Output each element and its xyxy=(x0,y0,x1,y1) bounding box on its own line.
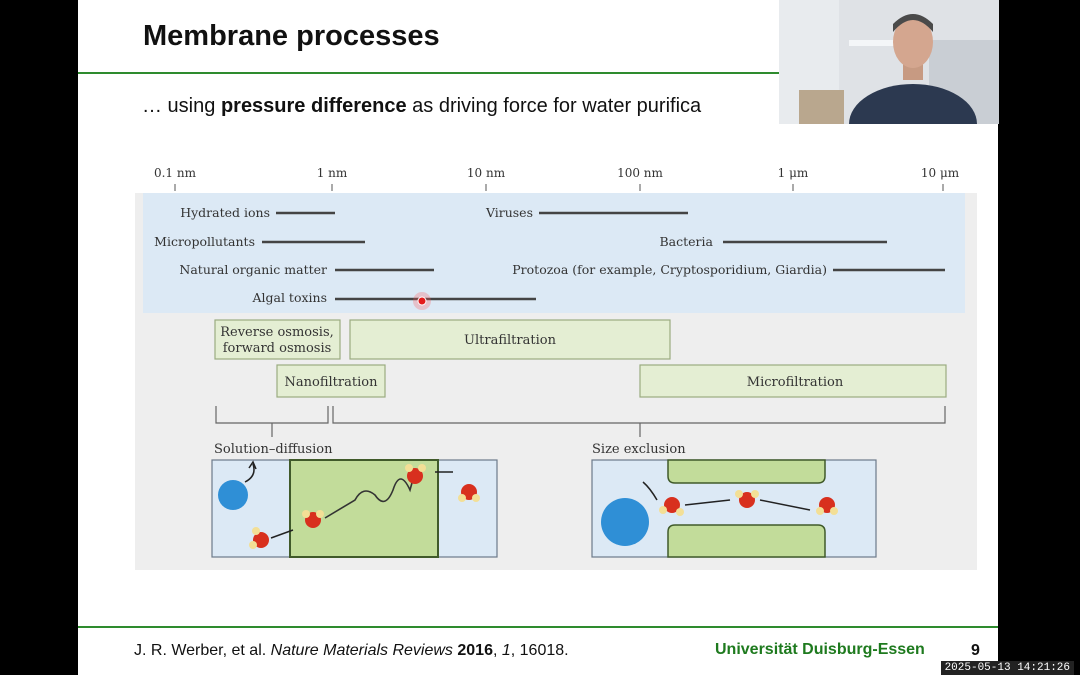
water-molecule xyxy=(458,484,480,502)
process-label-reverse-osmosis: Reverse osmosis, xyxy=(220,325,334,340)
species-label-bacteria: Bacteria xyxy=(660,234,714,249)
bracket-solution-diffusion xyxy=(215,406,329,424)
scale-area xyxy=(135,150,977,193)
process-label-ultrafiltration: Ultrafiltration xyxy=(464,333,557,348)
scale-tick-label: 1 nm xyxy=(317,166,348,180)
species-label-natural-organic-matter: Natural organic matter xyxy=(179,262,327,277)
title-divider xyxy=(78,72,998,74)
slide-title: Membrane processes xyxy=(143,20,440,52)
speaker-shirt xyxy=(849,84,977,124)
species-label-algal-toxins: Algal toxins xyxy=(251,290,327,305)
size-exclusion-diagram xyxy=(591,459,877,558)
citation-authors: J. R. Werber, et al. xyxy=(134,642,271,659)
pore-wall-bottom xyxy=(667,524,826,558)
scale-tick-label: 0.1 nm xyxy=(154,166,197,180)
rejection-arrow xyxy=(642,481,658,501)
scale-tick-label: 1 μm xyxy=(778,166,809,180)
page-number: 9 xyxy=(971,642,980,659)
scale-tick-label: 10 nm xyxy=(467,166,506,180)
water-molecule xyxy=(816,497,838,515)
process-label-microfiltration: Microfiltration xyxy=(747,375,844,390)
water-molecule xyxy=(735,490,759,508)
mechanism-label-solution-diffusion: Solution–diffusion xyxy=(214,442,333,457)
video-timestamp: 2025-05-13 14:21:26 xyxy=(940,661,1074,675)
transport-arrow xyxy=(759,499,811,511)
water-molecule xyxy=(405,464,426,484)
solute-ion xyxy=(218,480,248,510)
nanofiltration-box xyxy=(276,364,386,398)
webcam-video xyxy=(779,0,999,124)
reverse-osmosis-box xyxy=(214,319,341,360)
mechanism-label-size-exclusion: Size exclusion xyxy=(592,442,686,457)
citation-separator: , xyxy=(492,642,502,659)
footer-divider xyxy=(78,626,998,628)
subtitle-prefix: … using xyxy=(142,95,221,117)
pore-wall-top xyxy=(667,459,826,484)
ceiling-light xyxy=(849,40,904,46)
water-molecule xyxy=(659,497,684,516)
rejected-particle xyxy=(601,498,649,546)
university-name: Universität Duisburg-Essen xyxy=(715,641,925,658)
scale-tick-label: 10 μm xyxy=(921,166,960,180)
microfiltration-box xyxy=(639,364,947,398)
arrow-head xyxy=(248,460,257,470)
citation-year: 2016 xyxy=(457,642,493,659)
webcam-overlay xyxy=(779,0,999,124)
species-label-micropollutants: Micropollutants xyxy=(154,234,255,249)
ultrafiltration-box xyxy=(349,319,671,360)
species-label-viruses: Viruses xyxy=(485,205,533,220)
scale-tick-label: 100 nm xyxy=(617,166,663,180)
citation-journal: Nature Materials Reviews xyxy=(270,642,453,659)
membrane-process-figure: 0.1 nm 1 nm 10 nm 100 nm 1 μm 10 μm Hydr… xyxy=(135,150,977,570)
subtitle-suffix: as driving force for water purifica xyxy=(406,95,702,117)
species-label-protozoa: Protozoa (for example, Cryptosporidium, … xyxy=(512,262,827,277)
diffusion-path xyxy=(324,471,416,519)
species-label-hydrated-ions: Hydrated ions xyxy=(180,205,270,220)
speaker-face xyxy=(893,16,933,68)
citation: J. R. Werber, et al. Nature Materials Re… xyxy=(134,642,569,660)
process-label-nanofiltration: Nanofiltration xyxy=(285,375,379,390)
speaker-hair xyxy=(893,14,933,32)
figure-svg: 0.1 nm 1 nm 10 nm 100 nm 1 μm 10 μm Hydr… xyxy=(135,150,977,558)
transport-arrow xyxy=(270,529,294,539)
bracket-size-exclusion xyxy=(332,406,946,424)
transport-arrow xyxy=(684,499,731,506)
citation-volume: 1 xyxy=(501,642,511,659)
slide-subtitle: … using pressure difference as driving f… xyxy=(142,95,701,118)
solution-diffusion-diagram xyxy=(211,459,498,558)
subtitle-emphasis: pressure difference xyxy=(220,95,407,117)
process-label-forward-osmosis: forward osmosis xyxy=(223,341,332,356)
rejection-arrow xyxy=(244,463,255,483)
background-furniture xyxy=(799,90,844,124)
water-molecule xyxy=(249,527,269,549)
water-molecule xyxy=(302,510,324,528)
citation-pages: , 16018. xyxy=(510,642,569,659)
laser-pointer-dot xyxy=(417,296,427,306)
